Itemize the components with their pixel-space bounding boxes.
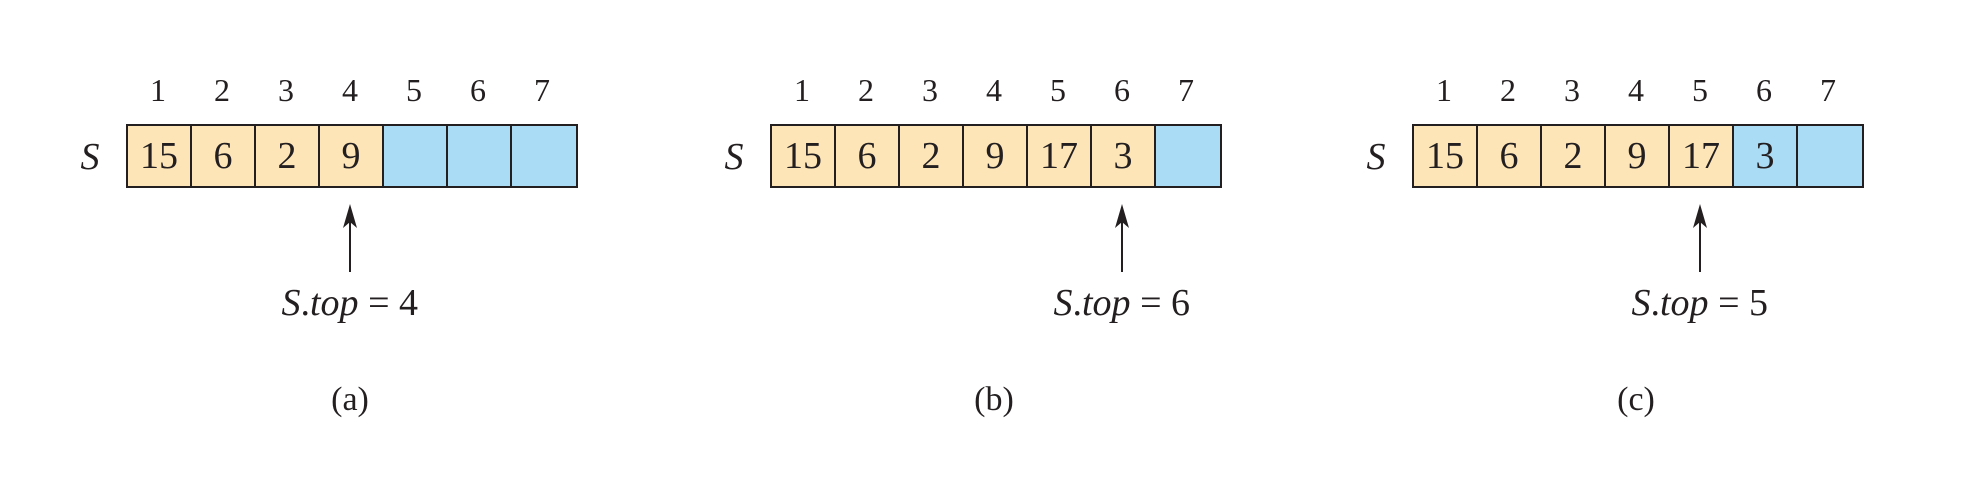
top-attr-name: top bbox=[310, 282, 359, 324]
array-cell: 9 bbox=[320, 126, 384, 186]
array-cell bbox=[384, 126, 448, 186]
array-index: 7 bbox=[1820, 72, 1836, 108]
array-index: 2 bbox=[858, 72, 874, 108]
array-cell: 6 bbox=[836, 126, 900, 186]
top-label: S.top = 5 bbox=[1632, 278, 1769, 328]
array-index: 2 bbox=[214, 72, 230, 108]
array-cell bbox=[1798, 126, 1862, 186]
array-cell bbox=[1156, 126, 1220, 186]
array-index: 6 bbox=[1756, 72, 1772, 108]
array-index: 2 bbox=[1500, 72, 1516, 108]
equals-sign: = bbox=[1708, 282, 1749, 324]
top-label: S.top = 6 bbox=[1054, 278, 1191, 328]
array-cell: 3 bbox=[1092, 126, 1156, 186]
array-index: 3 bbox=[1564, 72, 1580, 108]
array-cell: 2 bbox=[256, 126, 320, 186]
array-cell: 15 bbox=[772, 126, 836, 186]
array-index: 3 bbox=[278, 72, 294, 108]
array-cell: 6 bbox=[192, 126, 256, 186]
array-index: 3 bbox=[922, 72, 938, 108]
array-index: 4 bbox=[342, 72, 358, 108]
array-cell: 2 bbox=[900, 126, 964, 186]
array-index: 5 bbox=[1050, 72, 1066, 108]
panel-caption: (b) bbox=[974, 381, 1014, 418]
equals-sign: = bbox=[358, 282, 399, 324]
top-value: 6 bbox=[1171, 282, 1190, 324]
array-cell: 15 bbox=[1414, 126, 1478, 186]
array-index: 5 bbox=[406, 72, 422, 108]
array-cell: 9 bbox=[1606, 126, 1670, 186]
array-cell bbox=[448, 126, 512, 186]
top-object-name: S bbox=[1631, 282, 1651, 324]
top-object-name: S bbox=[1053, 282, 1073, 324]
array-name: S bbox=[80, 136, 100, 178]
array-index: 6 bbox=[1114, 72, 1130, 108]
top-object-name: S bbox=[281, 282, 301, 324]
top-pointer-arrow-icon bbox=[1115, 204, 1129, 272]
array-index: 1 bbox=[794, 72, 810, 108]
array-name: S bbox=[724, 136, 744, 178]
top-attr-name: top bbox=[1660, 282, 1709, 324]
array-index: 7 bbox=[1178, 72, 1194, 108]
array-cell: 17 bbox=[1670, 126, 1734, 186]
attr-dot: . bbox=[1072, 282, 1083, 324]
top-attr-name: top bbox=[1082, 282, 1131, 324]
attr-dot: . bbox=[1650, 282, 1661, 324]
array-cell: 17 bbox=[1028, 126, 1092, 186]
array-index: 1 bbox=[1436, 72, 1452, 108]
array-cell: 2 bbox=[1542, 126, 1606, 186]
panel-caption: (c) bbox=[1617, 381, 1655, 418]
array-cell bbox=[512, 126, 576, 186]
top-pointer-arrow-icon bbox=[1693, 204, 1707, 272]
array-cell: 15 bbox=[128, 126, 192, 186]
array-index: 5 bbox=[1692, 72, 1708, 108]
array-cell: 3 bbox=[1734, 126, 1798, 186]
top-value: 4 bbox=[399, 282, 418, 324]
equals-sign: = bbox=[1130, 282, 1171, 324]
array-index: 6 bbox=[470, 72, 486, 108]
array-name: S bbox=[1366, 136, 1386, 178]
attr-dot: . bbox=[300, 282, 311, 324]
array-index: 4 bbox=[1628, 72, 1644, 108]
array-cell: 9 bbox=[964, 126, 1028, 186]
array-cell: 6 bbox=[1478, 126, 1542, 186]
top-pointer-arrow-icon bbox=[343, 204, 357, 272]
array-index: 7 bbox=[534, 72, 550, 108]
top-value: 5 bbox=[1749, 282, 1768, 324]
top-label: S.top = 4 bbox=[282, 278, 419, 328]
array-index: 1 bbox=[150, 72, 166, 108]
array-index: 4 bbox=[986, 72, 1002, 108]
panel-caption: (a) bbox=[331, 381, 369, 418]
